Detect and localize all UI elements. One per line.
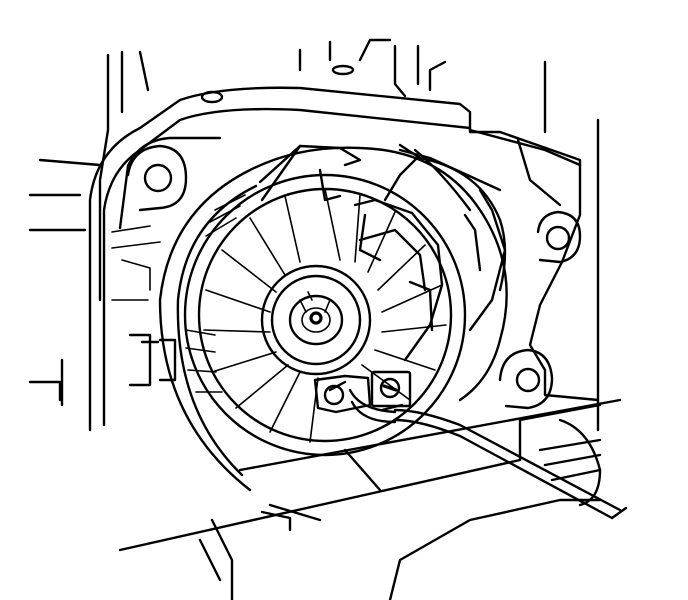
motor-hub-icon <box>260 264 372 376</box>
mounting-screw-icon <box>313 370 412 414</box>
blower-motor-housing-icon <box>88 86 622 600</box>
mounting-tab-icon <box>353 143 507 362</box>
blower-fan-wheel-icon <box>158 144 508 492</box>
dashboard-frame-icon <box>28 38 600 432</box>
wiring-harness-icon <box>348 388 628 520</box>
